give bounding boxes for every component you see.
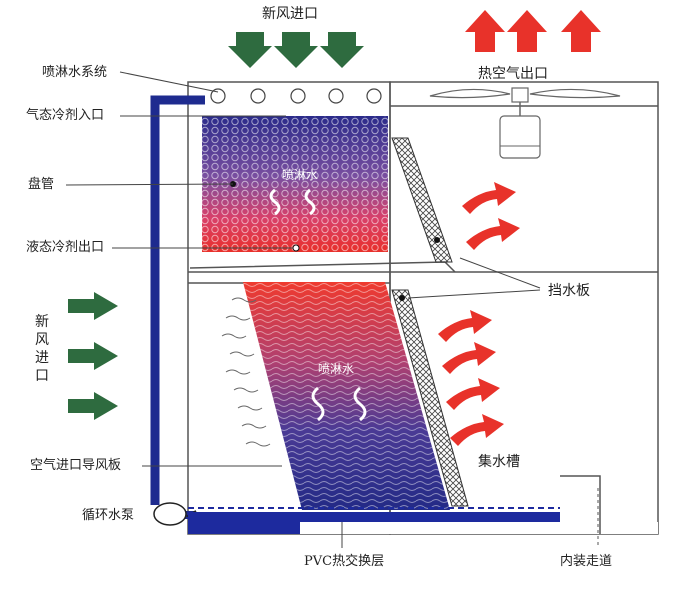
air-inlet-louver-label: 空气进口导风板 [30,458,122,473]
coil-label: 盘管 [28,177,55,192]
gas-refrigerant-inlet-label: 气态冷剂入口 [26,108,105,123]
fresh-air-inlet-top-label: 新风进口 [262,6,318,22]
drift-eliminator-label: 挡水板 [548,283,590,299]
pvc-fill-block [243,282,450,510]
spray-water-lower-label: 喷淋水 [318,362,355,376]
coil-block [202,116,388,252]
circulating-pump-label: 循环水泵 [82,508,135,523]
spray-water-upper-label: 喷淋水 [282,168,319,182]
water-basin-label: 集水槽 [478,454,520,470]
spray-nozzles [210,88,382,104]
liquid-outlet-marker [292,244,300,252]
water-basin [188,475,658,545]
hot-air-outlet-label: 热空气出口 [478,66,548,82]
inner-walkway-label: 内装走道 [560,554,613,569]
spray-system-label: 喷淋水系统 [42,65,108,80]
pump-icon [153,502,187,526]
liquid-refrigerant-outlet-label: 液态冷剂出口 [26,240,105,255]
circulating-pipe [150,95,208,526]
air-inlet-louver-lines [221,297,271,447]
leader-lines [65,71,541,548]
fan-icon [429,87,621,159]
pvc-exchange-layer-label: PVC热交换层 [304,554,385,569]
water-flow-arrows [269,188,367,422]
drift-eliminator-panels [391,137,469,507]
